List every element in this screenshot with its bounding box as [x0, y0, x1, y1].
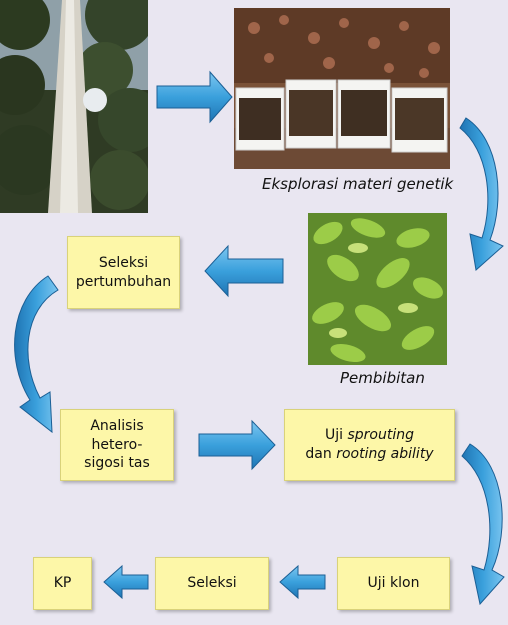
tree-photo: [0, 0, 148, 213]
seedling-photo: [308, 213, 447, 365]
arrow-right-top: [156, 70, 233, 124]
selection-label: Seleksi: [187, 575, 237, 592]
clone-test-box: Uji klon: [337, 557, 450, 610]
sprouting-test-box: Uji sprouting dan rooting ability: [284, 409, 455, 481]
exploration-caption: Eksplorasi materi genetik: [262, 175, 454, 193]
growth-selection-box: Seleksi pertumbuhan: [67, 236, 180, 309]
curve-arrow-left: [14, 275, 59, 434]
curve-arrow-bottom-right: [461, 443, 505, 606]
kp-box: KP: [33, 557, 92, 610]
arrow-left-bottom-1: [279, 564, 326, 600]
growth-selection-line2: pertumbuhan: [75, 273, 172, 290]
seedling-caption: Pembibitan: [340, 369, 425, 387]
clone-test-label: Uji klon: [367, 575, 420, 592]
sprouting-test-line1: Uji sprouting: [325, 427, 414, 444]
heterozygosity-line1: Analisis hetero-: [90, 417, 144, 453]
curve-arrow-top-right: [459, 117, 504, 271]
kp-label: KP: [53, 575, 72, 592]
sprouting-test-line2: dan rooting ability: [305, 446, 434, 462]
heterozygosity-line2: sigosi tas: [84, 455, 150, 472]
selection-box: Seleksi: [155, 557, 269, 610]
heterozygosity-box: Analisis hetero- sigosi tas: [60, 409, 174, 481]
genetic-material-photo: [234, 8, 450, 169]
arrow-left-bottom-2: [103, 564, 149, 600]
arrow-left-middle: [204, 244, 284, 298]
arrow-right-middle: [198, 419, 276, 471]
growth-selection-line1: Seleksi: [98, 254, 149, 271]
